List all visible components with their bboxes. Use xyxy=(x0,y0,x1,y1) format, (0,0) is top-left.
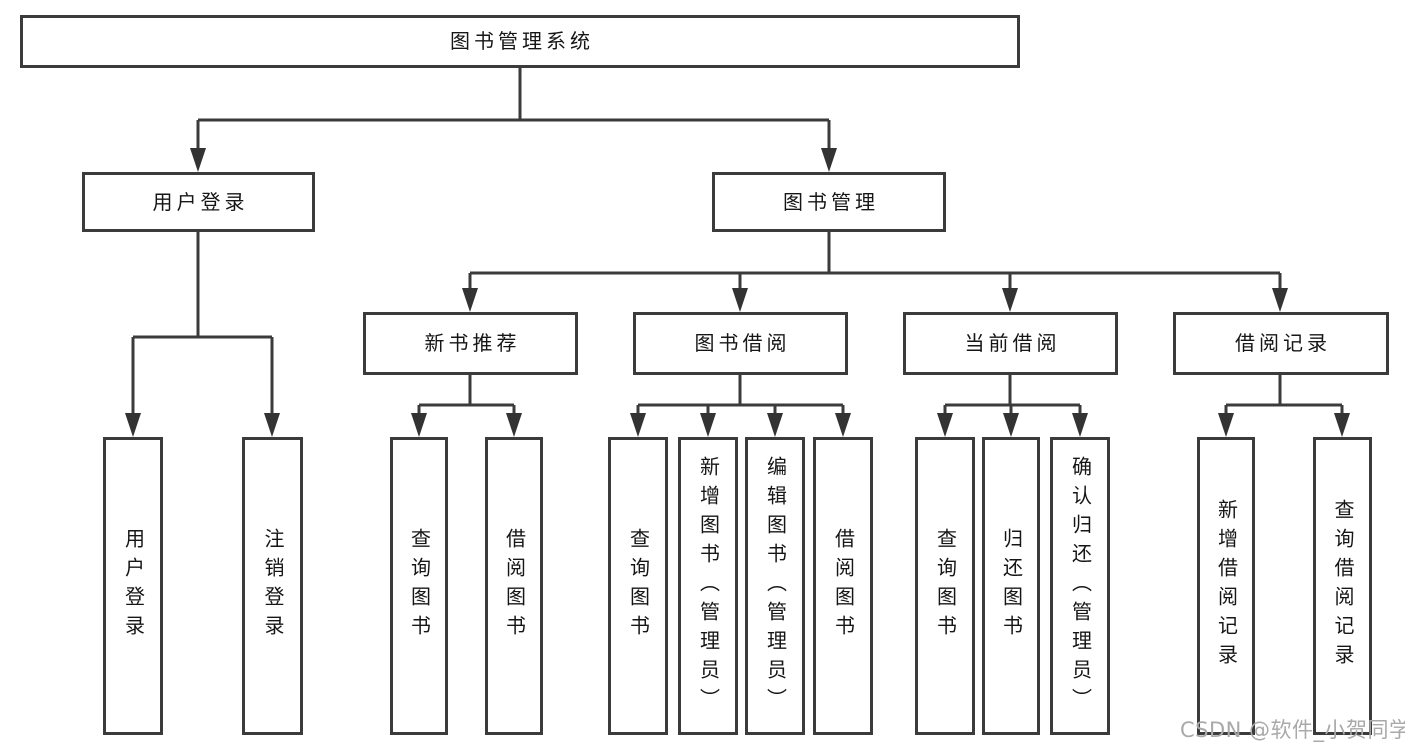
leaf-borrow-book-1: 借阅图书 xyxy=(485,437,543,735)
csdn-watermark: CSDN @软件_小贺同学 xyxy=(1180,718,1405,742)
node-current-borrow: 当前借阅 xyxy=(903,312,1118,375)
leaf-query-book-2: 查询图书 xyxy=(608,437,668,735)
leaf-query-borrow-record: 查询借阅记录 xyxy=(1313,437,1372,735)
node-new-book-recommend: 新书推荐 xyxy=(363,312,578,375)
leaf-edit-book-admin: 编辑图书（管理员） xyxy=(745,437,805,735)
node-borrow-records: 借阅记录 xyxy=(1173,312,1389,375)
leaf-query-book-3: 查询图书 xyxy=(915,437,975,735)
leaf-return-book: 归还图书 xyxy=(982,437,1040,735)
node-book-management: 图书管理 xyxy=(712,172,946,232)
node-book-borrow: 图书借阅 xyxy=(633,312,848,375)
leaf-add-borrow-record: 新增借阅记录 xyxy=(1197,437,1255,735)
leaf-user-login: 用户登录 xyxy=(103,437,163,735)
leaf-add-book-admin: 新增图书（管理员） xyxy=(678,437,738,735)
leaf-borrow-book-2: 借阅图书 xyxy=(813,437,873,735)
node-root-library-system: 图书管理系统 xyxy=(20,15,1020,68)
node-user-login: 用户登录 xyxy=(82,172,315,232)
leaf-logout: 注销登录 xyxy=(242,437,303,735)
leaf-confirm-return-admin: 确认归还（管理员） xyxy=(1050,437,1110,735)
leaf-query-book-1: 查询图书 xyxy=(390,437,448,735)
